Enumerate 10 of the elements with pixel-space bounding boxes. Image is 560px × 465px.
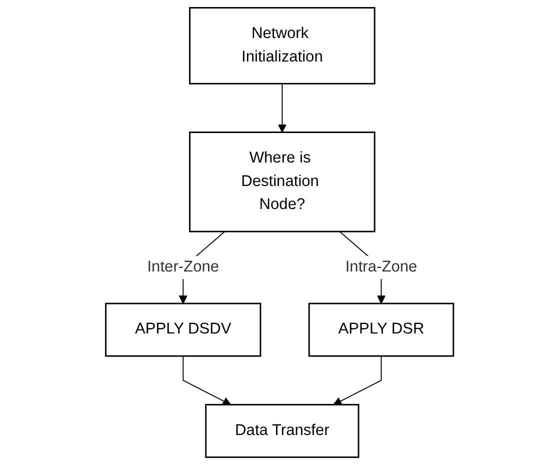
node-box: Where is Destination Node? [189, 132, 376, 232]
node-box: Data Transfer [206, 404, 360, 458]
node-box: APPLY DSDV [105, 302, 262, 357]
edge-label: Inter-Zone [148, 258, 220, 276]
arrow [278, 83, 287, 133]
edge-label: Intra-Zone [346, 258, 418, 276]
arrow [334, 356, 382, 406]
node-box: Network Initialization [189, 7, 376, 84]
arrow [183, 356, 232, 406]
node-box: APPLY DSR [308, 302, 455, 357]
